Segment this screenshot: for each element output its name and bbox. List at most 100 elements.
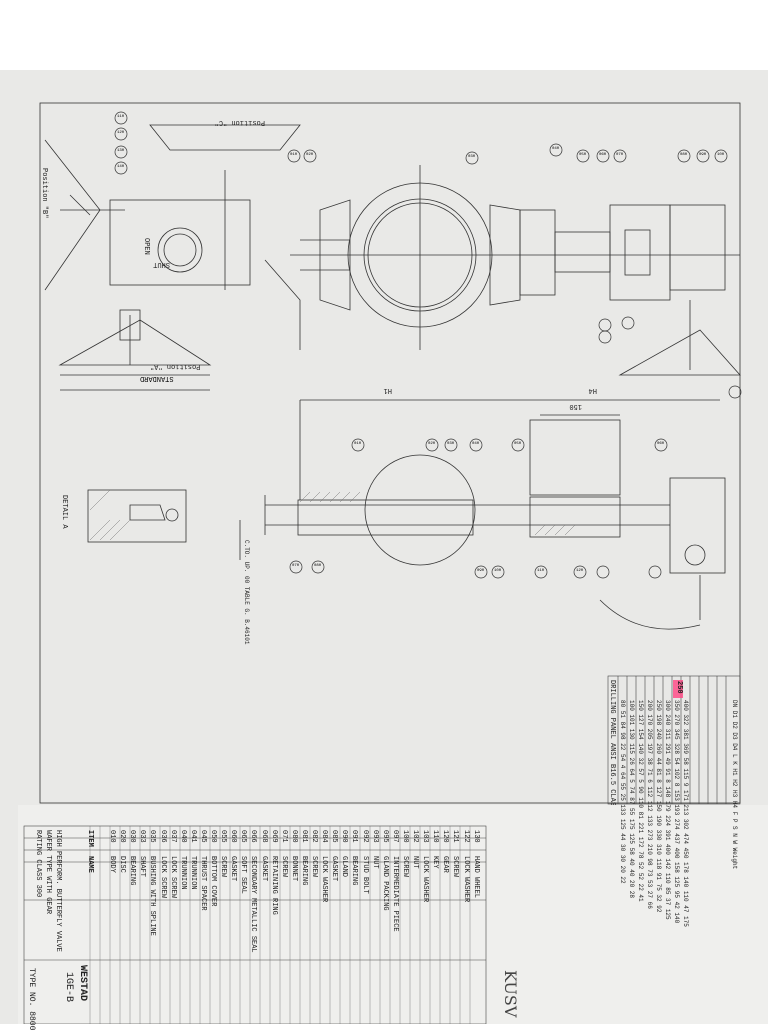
parts-list-item-number: 102 bbox=[411, 830, 419, 843]
parts-list-item-name: LOCK WASHER bbox=[461, 856, 470, 903]
parts-list-item-name: LOCK SCREW bbox=[168, 856, 177, 899]
parts-list-item-number: 030 bbox=[128, 830, 137, 843]
drawing-number: 1GE-B bbox=[63, 972, 74, 1003]
parts-list-item-name: GEAR bbox=[441, 856, 450, 873]
parts-list-item-name: RETAINING RING bbox=[269, 856, 278, 915]
parts-list-item-name: SCREW bbox=[400, 856, 409, 878]
drilling-table-row: 250 198 240 260 44 81 8 127 150 190 330 … bbox=[655, 700, 662, 913]
parts-list-item-name: GASKET bbox=[259, 856, 268, 882]
parts-list-item-name: BEARING bbox=[299, 856, 308, 886]
parts-list-item-name: SCREW bbox=[219, 856, 228, 878]
parts-list-item-number: 080 bbox=[289, 830, 298, 843]
drilling-table-row: 200 170 205 197 38 71 6 112 112 133 273 … bbox=[646, 700, 653, 909]
drilling-table-row: 100 101 130 115 26 64 5 74 87 55 175 125… bbox=[628, 700, 635, 899]
drilling-table-row: 400 322 381 369 58 115 9 171 213 302 474… bbox=[682, 700, 689, 927]
parts-list-item-name: NUT bbox=[411, 856, 419, 869]
parts-list-item-number: 037 bbox=[168, 830, 177, 843]
parts-list-item-number: 085 bbox=[330, 830, 339, 843]
parts-list-item-number: 091 bbox=[350, 830, 359, 843]
parts-list-item-number: 069 bbox=[269, 830, 278, 843]
balloon-number: 010 bbox=[354, 442, 362, 446]
parts-list-item-number: 060 bbox=[229, 830, 238, 843]
balloon-number: 030 bbox=[468, 155, 476, 159]
balloon-number: 070 bbox=[292, 564, 300, 568]
parts-list-item-name: THRUST SPACER bbox=[198, 856, 207, 911]
parts-list-item-name: SOFT SEAL bbox=[239, 856, 248, 894]
drilling-table-row: 300 240 311 291 49 91 8 148 179 224 391 … bbox=[664, 700, 671, 920]
parts-list-item-number: 093 bbox=[370, 830, 379, 843]
parts-list-item-name: BODY bbox=[108, 856, 116, 873]
parts-list-item-number: 092 bbox=[360, 830, 369, 843]
balloon-number: 100 bbox=[494, 569, 502, 573]
parts-list-item-number: 084 bbox=[320, 830, 329, 843]
balloon-number: 120 bbox=[117, 131, 125, 135]
parts-list-item-name: HAND WHEEL bbox=[471, 856, 480, 899]
parts-list-item-name: INTERMEDIATE PIECE bbox=[390, 856, 399, 932]
balloon-number: 080 bbox=[314, 564, 322, 568]
parts-list-item-name: BEARING bbox=[128, 856, 137, 886]
parts-list-item-number: 066 bbox=[249, 830, 258, 843]
balloon-number: 080 bbox=[680, 153, 688, 157]
parts-list-item-number: 081 bbox=[299, 830, 308, 843]
balloon-number: 050 bbox=[514, 442, 522, 446]
parts-list-item-number: 065 bbox=[239, 830, 248, 843]
balloon-number: 060 bbox=[657, 442, 665, 446]
parts-list-item-number: 095 bbox=[380, 830, 389, 843]
parts-list-item-name: NUT bbox=[370, 856, 379, 869]
name-header: NAME bbox=[86, 856, 94, 873]
drilling-table-row: 80 51 84 98 22 54 4 64 55 25 133 125 44 … bbox=[619, 700, 626, 884]
parts-list-item-number: 010 bbox=[108, 830, 116, 843]
parts-list-item-number: 097 bbox=[390, 830, 399, 843]
logo: WESTAD bbox=[77, 965, 88, 1002]
balloon-number: 050 bbox=[579, 153, 587, 157]
parts-list-item-number: 082 bbox=[310, 830, 318, 843]
parts-list-item-name: SCREW bbox=[451, 856, 460, 878]
parts-list-item-number: 055 bbox=[219, 830, 228, 843]
parts-list-item-name: DISC bbox=[118, 856, 127, 873]
parts-list-item-name: LOCK WASHER bbox=[320, 856, 329, 903]
parts-list-item-name: GASKET bbox=[330, 856, 339, 882]
parts-list-item-number: 103 bbox=[421, 830, 430, 843]
parts-list-item-name: BOTTOM COVER bbox=[209, 856, 217, 907]
item-header: ITEM bbox=[86, 830, 94, 847]
parts-list-item-name: TRUNNION bbox=[188, 856, 197, 890]
balloon-number: 020 bbox=[428, 442, 436, 446]
parts-sheet bbox=[18, 805, 768, 1024]
parts-list-item-name: SCREW bbox=[279, 856, 288, 878]
parts-list-item-number: 020 bbox=[118, 830, 127, 843]
parts-list-item-number: 050 bbox=[209, 830, 217, 843]
parts-list-item-number: 035 bbox=[148, 830, 157, 843]
parts-list-item-number: 071 bbox=[279, 830, 288, 843]
balloon-number: 110 bbox=[537, 569, 545, 573]
parts-list-item-name: LOCK WASHER bbox=[421, 856, 430, 903]
drilling-table-row: 150 127 154 140 32 57 5 90 110 81 221 17… bbox=[637, 700, 644, 902]
parts-list-item-name: KEY bbox=[431, 856, 440, 869]
parts-list-item-number: 040 bbox=[178, 830, 187, 843]
parts-list-item-number: 130 bbox=[471, 830, 480, 843]
balloon-number: 100 bbox=[717, 153, 725, 157]
balloon-number: 140 bbox=[117, 165, 125, 169]
parts-list-item-name: TRUNNION bbox=[178, 856, 187, 890]
type-number: TYPE NO. 8800 bbox=[27, 968, 36, 1030]
balloon-number: 040 bbox=[552, 147, 560, 151]
title-line-2: WAFER TYPE WITH GEAR bbox=[44, 830, 52, 915]
parts-list-item-name: BEARING bbox=[350, 856, 359, 886]
parts-list-item-number: 120 bbox=[441, 830, 450, 843]
balloon-number: 010 bbox=[290, 153, 298, 157]
parts-list-item-number: 033 bbox=[138, 830, 147, 843]
parts-list-item-number: 041 bbox=[188, 830, 197, 843]
title-line-3: RATING CLASS 300 bbox=[34, 830, 42, 898]
balloon-number: 060 bbox=[599, 153, 607, 157]
handwritten-note: KUSV bbox=[501, 970, 520, 1018]
parts-list-item-name: SECONDARY METALLIC SEAL bbox=[249, 856, 258, 953]
parts-list-item-number: 110 bbox=[431, 830, 440, 843]
balloon-number: 090 bbox=[477, 569, 485, 573]
drilling-table-header: DN D1 D2 D3 D4 L K H1 H2 H3 H4 F P S N W… bbox=[731, 700, 738, 870]
parts-list-item-name: SHAFT bbox=[138, 856, 147, 878]
parts-list-item-name: BONNET bbox=[289, 856, 298, 882]
parts-list-item-number: 036 bbox=[158, 830, 167, 843]
parts-list-item-name: GLAND PACKING bbox=[380, 856, 389, 911]
parts-list-item-name: LOCK SCREW bbox=[158, 856, 167, 899]
